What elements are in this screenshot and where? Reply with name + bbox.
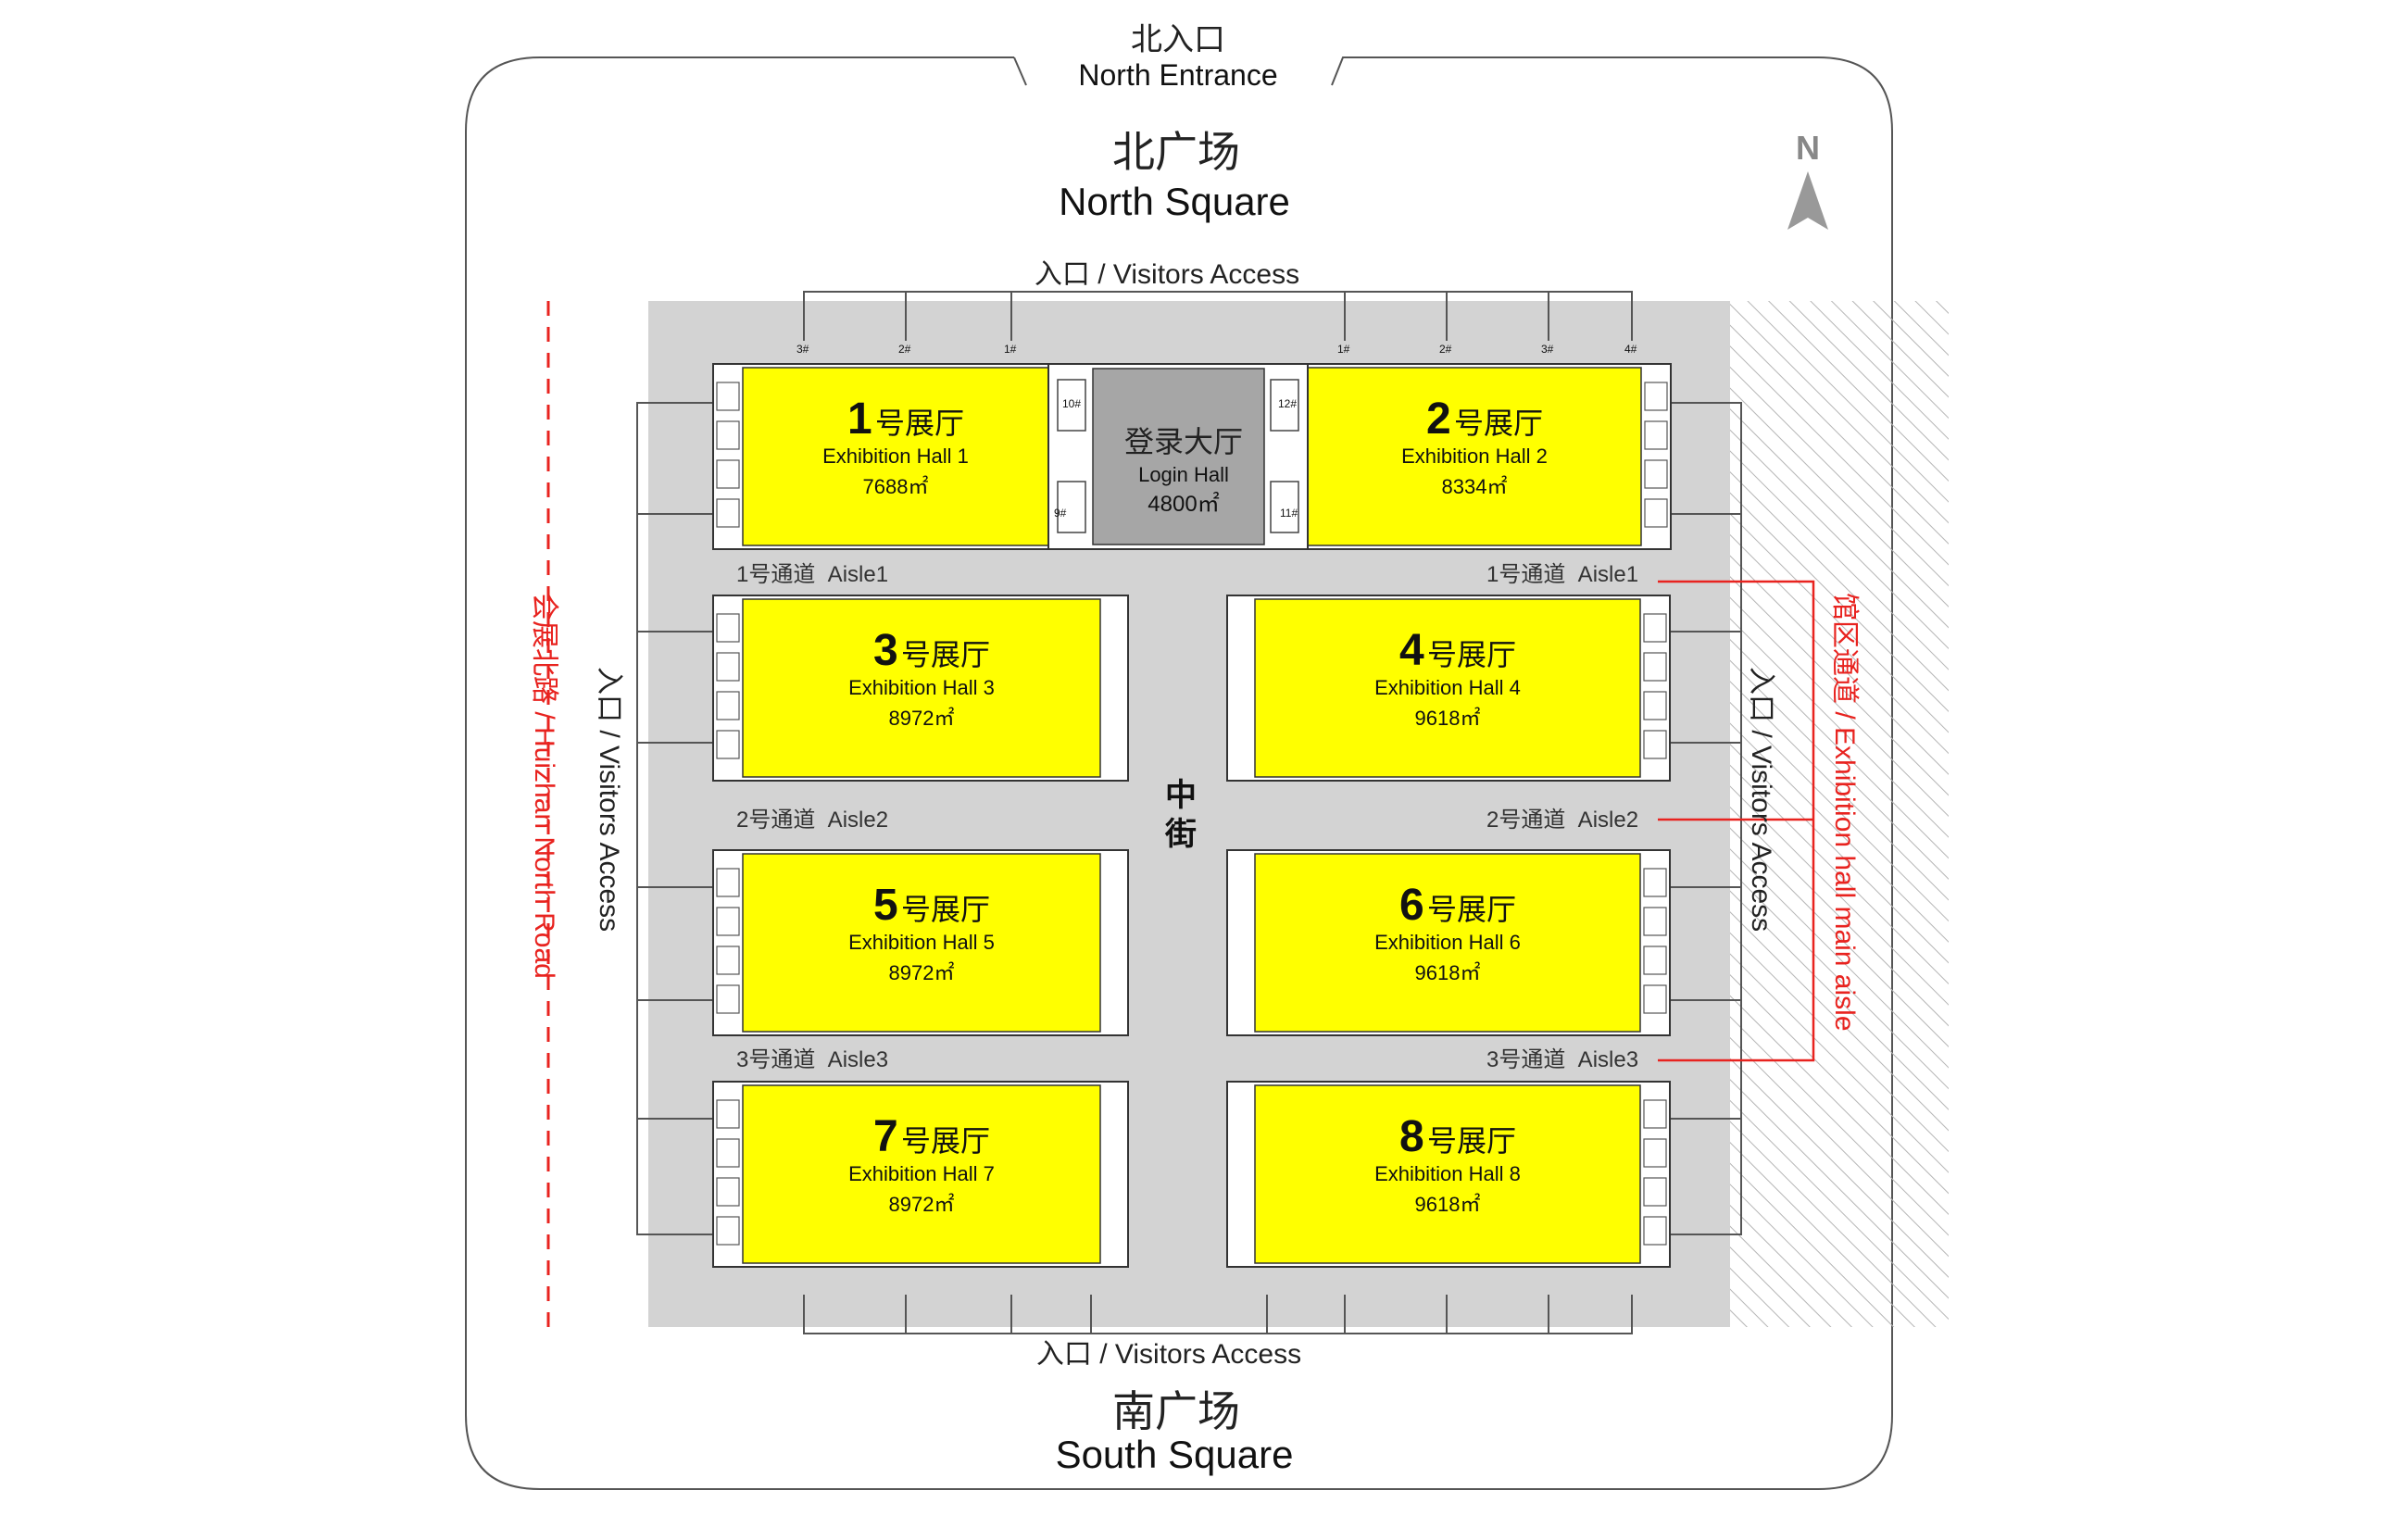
hall-area: 8334㎡ — [1442, 475, 1508, 498]
hall-name-cn: 号展厅 — [901, 893, 990, 926]
aisle-label: 1号通道 Aisle1 — [736, 562, 888, 587]
login-hall[interactable]: 登录大厅 Login Hall 4800㎡ 10# 12# 9# 11# — [1047, 363, 1309, 550]
hall-name-en: Exhibition Hall 3 — [848, 676, 995, 699]
north-arrow-icon: N — [1787, 129, 1828, 230]
compass-label: N — [1796, 129, 1820, 167]
login-hall-cn: 登录大厅 — [1124, 425, 1243, 458]
main-aisle-label: 馆区通道 / Exhibition hall main aisle — [1829, 593, 1860, 1032]
hall-number: 3 — [873, 626, 898, 675]
hall-name-en: Exhibition Hall 1 — [822, 445, 969, 468]
center-street-label: 街 — [1164, 817, 1197, 852]
hall-name-cn: 号展厅 — [1454, 407, 1543, 440]
hall-number: 7 — [873, 1112, 898, 1161]
hall-number: 2 — [1426, 395, 1451, 444]
hall-name-cn: 号展厅 — [1427, 893, 1516, 926]
center-street-label: 中 — [1165, 778, 1197, 813]
gate-label: 3# — [796, 343, 809, 356]
gate-label: 3# — [1541, 343, 1554, 356]
hall-number: 8 — [1399, 1112, 1424, 1161]
hall-name-cn: 号展厅 — [875, 407, 964, 440]
gate-label: 4# — [1624, 343, 1637, 356]
gate-label: 2# — [1439, 343, 1452, 356]
hall-area: 9618㎡ — [1415, 707, 1481, 730]
hall-name-en: Exhibition Hall 4 — [1374, 676, 1521, 699]
left-road-label: 会展北路 / Huizhan North Road — [529, 593, 559, 979]
hall-name-cn: 号展厅 — [901, 638, 990, 671]
hall-name-en: Exhibition Hall 2 — [1401, 445, 1548, 468]
login-gate-label: 10# — [1062, 397, 1081, 410]
hall-number: 5 — [873, 881, 898, 930]
north-entrance-cn: 北入口 — [1131, 22, 1225, 57]
aisle-label: 2号通道 Aisle2 — [736, 808, 888, 833]
north-square-cn: 北广场 — [1112, 128, 1240, 176]
main-aisle-bracket — [1658, 580, 1815, 1062]
hall-area: 8972㎡ — [889, 707, 955, 730]
gate-label: 2# — [898, 343, 911, 356]
hall-area: 9618㎡ — [1415, 961, 1481, 984]
hall-area: 9618㎡ — [1415, 1193, 1481, 1216]
visitors-access-top: 入口 / Visitors Access — [1035, 259, 1299, 290]
login-hall-area: 4800㎡ — [1148, 492, 1219, 517]
hall-name-en: Exhibition Hall 5 — [848, 931, 995, 954]
hall-name-cn: 号展厅 — [1427, 638, 1516, 671]
hall-name-en: Exhibition Hall 8 — [1374, 1162, 1521, 1185]
gate-label: 1# — [1004, 343, 1017, 356]
hall-number: 4 — [1399, 626, 1424, 675]
aisle-label: 1号通道 Aisle1 — [1486, 562, 1638, 587]
hall-name-cn: 号展厅 — [1427, 1124, 1516, 1158]
visitors-access-right: 入口 / Visitors Access — [1746, 667, 1776, 932]
hall-number: 6 — [1399, 881, 1424, 930]
hall-name-en: Exhibition Hall 6 — [1374, 931, 1521, 954]
site-boundary — [465, 56, 1893, 1490]
login-gate-label: 12# — [1278, 397, 1297, 410]
hall-number: 1 — [847, 395, 872, 444]
hall-area: 8972㎡ — [889, 961, 955, 984]
login-hall-en: Login Hall — [1138, 463, 1229, 486]
access-lines — [636, 291, 1742, 1334]
login-gate-label: 11# — [1280, 507, 1298, 520]
visitors-access-bottom: 入口 / Visitors Access — [1036, 1339, 1301, 1370]
hall-name-cn: 号展厅 — [901, 1124, 990, 1158]
login-gate-label: 9# — [1054, 507, 1067, 520]
south-square-cn: 南广场 — [1112, 1387, 1240, 1435]
hall-area: 7688㎡ — [863, 475, 929, 498]
aisle-label: 2号通道 Aisle2 — [1486, 808, 1638, 833]
aisle-label: 3号通道 Aisle3 — [1486, 1047, 1638, 1072]
gate-label: 1# — [1337, 343, 1350, 356]
north-square-en: North Square — [1059, 180, 1290, 223]
south-square-en: South Square — [1056, 1433, 1294, 1476]
hatched-area — [1730, 301, 1949, 1327]
hall-area: 8972㎡ — [889, 1193, 955, 1216]
north-entrance-en: North Entrance — [1078, 58, 1277, 92]
aisle-label: 3号通道 Aisle3 — [736, 1047, 888, 1072]
hall-name-en: Exhibition Hall 7 — [848, 1162, 995, 1185]
visitors-access-left: 入口 / Visitors Access — [594, 667, 624, 932]
gate-labels: 3# 2# 1# 1# 2# 3# 4# — [796, 343, 1637, 356]
